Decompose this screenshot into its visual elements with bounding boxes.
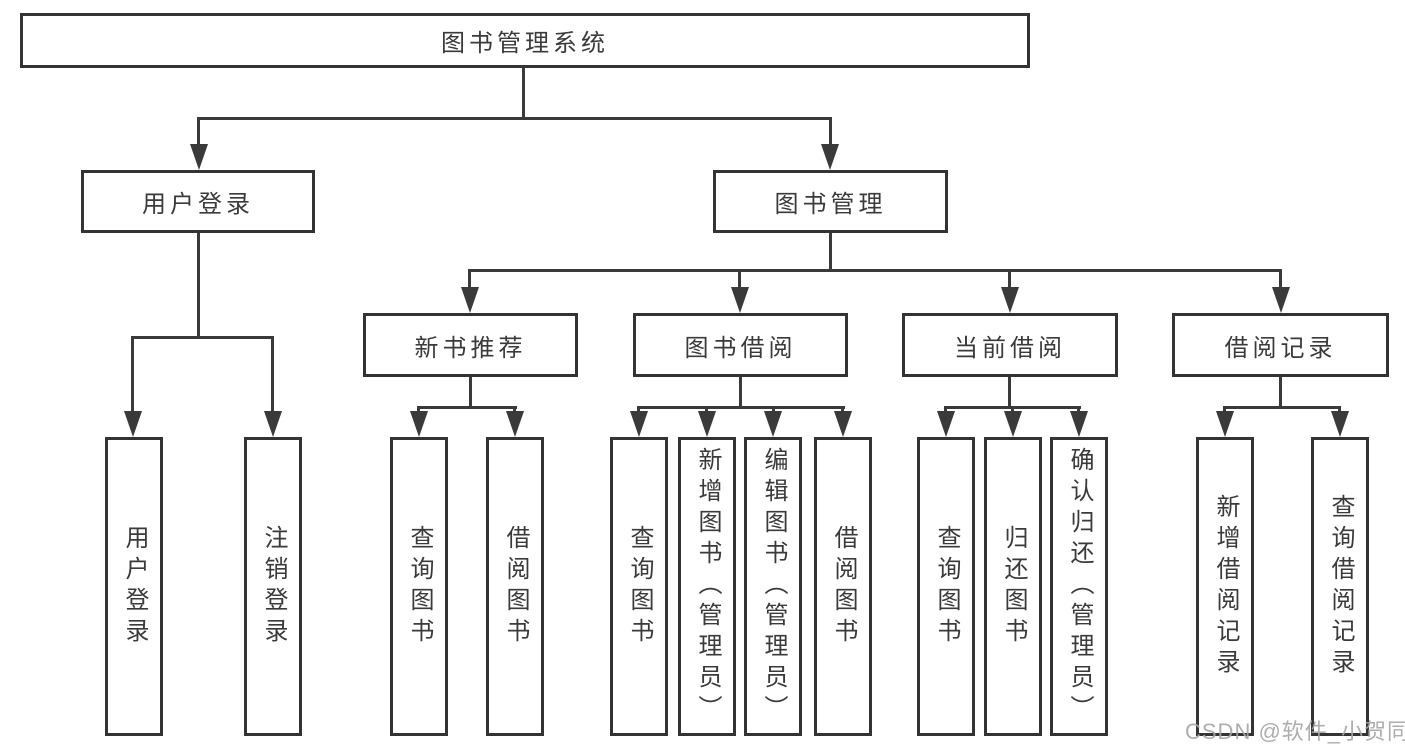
connector-book-borrow-splitter	[637, 406, 845, 409]
connector-drop-current-borrow	[1008, 269, 1011, 293]
arrow-down-icon	[264, 411, 282, 437]
leaf-user-login: 用户登录	[105, 437, 163, 736]
leaf-query-borrow-record: 查询借阅记录	[1311, 437, 1369, 736]
connector-user-login-splitter	[132, 336, 274, 339]
arrow-down-icon	[1331, 411, 1349, 437]
leaf-borrow-books-borrow: 借阅图书	[814, 437, 872, 736]
connector-drop-login-leaf	[131, 336, 134, 418]
connector-book-mgmt-splitter	[469, 269, 1282, 272]
leaf-borrow-books-recommend: 借阅图书	[486, 437, 544, 736]
connector-borrow-records-splitter	[1223, 406, 1341, 409]
connector-new-books-stem	[469, 377, 472, 409]
arrow-down-icon	[630, 411, 648, 437]
leaf-add-borrow-record: 新增借阅记录	[1196, 437, 1254, 736]
node-book-borrow: 图书借阅	[633, 313, 848, 377]
node-new-book-recommend: 新书推荐	[363, 313, 578, 377]
connector-root-stem	[522, 68, 525, 120]
connector-drop-logout-leaf	[271, 336, 274, 418]
arrow-down-icon	[698, 411, 716, 437]
node-library-management-system: 图书管理系统	[20, 13, 1030, 68]
leaf-query-books-recommend: 查询图书	[390, 437, 448, 736]
arrow-down-icon	[1216, 411, 1234, 437]
arrow-down-icon	[461, 287, 479, 313]
connector-user-login-stem	[197, 233, 200, 339]
arrow-down-icon	[410, 411, 428, 437]
connector-drop-book-mgmt	[829, 117, 832, 149]
csdn-watermark: CSDN @软件_小贺同学	[1185, 719, 1405, 744]
node-user-login: 用户登录	[81, 170, 315, 233]
arrow-down-icon	[731, 287, 749, 313]
connector-book-borrow-stem	[739, 377, 742, 409]
node-borrow-records: 借阅记录	[1172, 313, 1389, 377]
arrow-down-icon	[124, 411, 142, 437]
connector-borrow-records-stem	[1279, 377, 1282, 409]
leaf-query-books-current: 查询图书	[917, 437, 975, 736]
connector-drop-user-login	[197, 117, 200, 149]
leaf-confirm-return-admin: 确认归还（管理员）	[1050, 437, 1108, 736]
leaf-edit-book-admin: 编辑图书（管理员）	[744, 437, 802, 736]
arrow-down-icon	[1004, 411, 1022, 437]
arrow-down-icon	[506, 411, 524, 437]
connector-root-splitter	[198, 117, 832, 120]
connector-book-mgmt-stem	[829, 233, 832, 272]
node-book-management: 图书管理	[713, 170, 948, 233]
connector-drop-borrow-records	[1279, 269, 1282, 293]
connector-new-books-splitter	[417, 406, 517, 409]
arrow-down-icon	[821, 144, 839, 170]
connector-drop-book-borrow	[738, 269, 741, 293]
node-current-borrow: 当前借阅	[902, 313, 1118, 377]
leaf-query-books-borrow: 查询图书	[610, 437, 668, 736]
arrow-down-icon	[1001, 287, 1019, 313]
arrow-down-icon	[1272, 287, 1290, 313]
arrow-down-icon	[834, 411, 852, 437]
arrow-down-icon	[190, 144, 208, 170]
arrow-down-icon	[937, 411, 955, 437]
connector-drop-new-books	[468, 269, 471, 293]
leaf-logout: 注销登录	[244, 437, 302, 736]
arrow-down-icon	[1070, 411, 1088, 437]
arrow-down-icon	[764, 411, 782, 437]
leaf-add-book-admin: 新增图书（管理员）	[678, 437, 736, 736]
leaf-return-book: 归还图书	[984, 437, 1042, 736]
connector-current-borrow-stem	[1008, 377, 1011, 409]
